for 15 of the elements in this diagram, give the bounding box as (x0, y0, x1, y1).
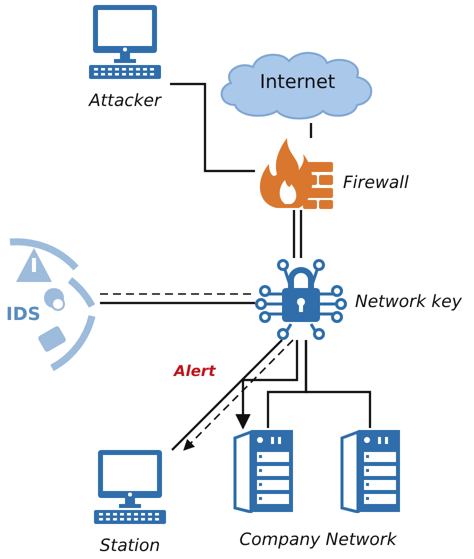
node-label: Attacker (87, 91, 163, 111)
connection-line (310, 123, 312, 138)
connection-line (171, 339, 283, 451)
node-label: Company Network (238, 530, 398, 550)
node-label: Firewall (343, 173, 410, 193)
node-label: Internet (258, 71, 336, 93)
dashed-arrow (183, 339, 294, 451)
connection-line (304, 340, 372, 428)
node-label: IDS (6, 304, 42, 325)
node-label: Station (98, 536, 162, 556)
connection-line (100, 302, 255, 304)
connection-line (292, 208, 302, 260)
node-label: Network key (355, 292, 463, 312)
connection-line (170, 82, 255, 172)
arrow (235, 340, 298, 430)
